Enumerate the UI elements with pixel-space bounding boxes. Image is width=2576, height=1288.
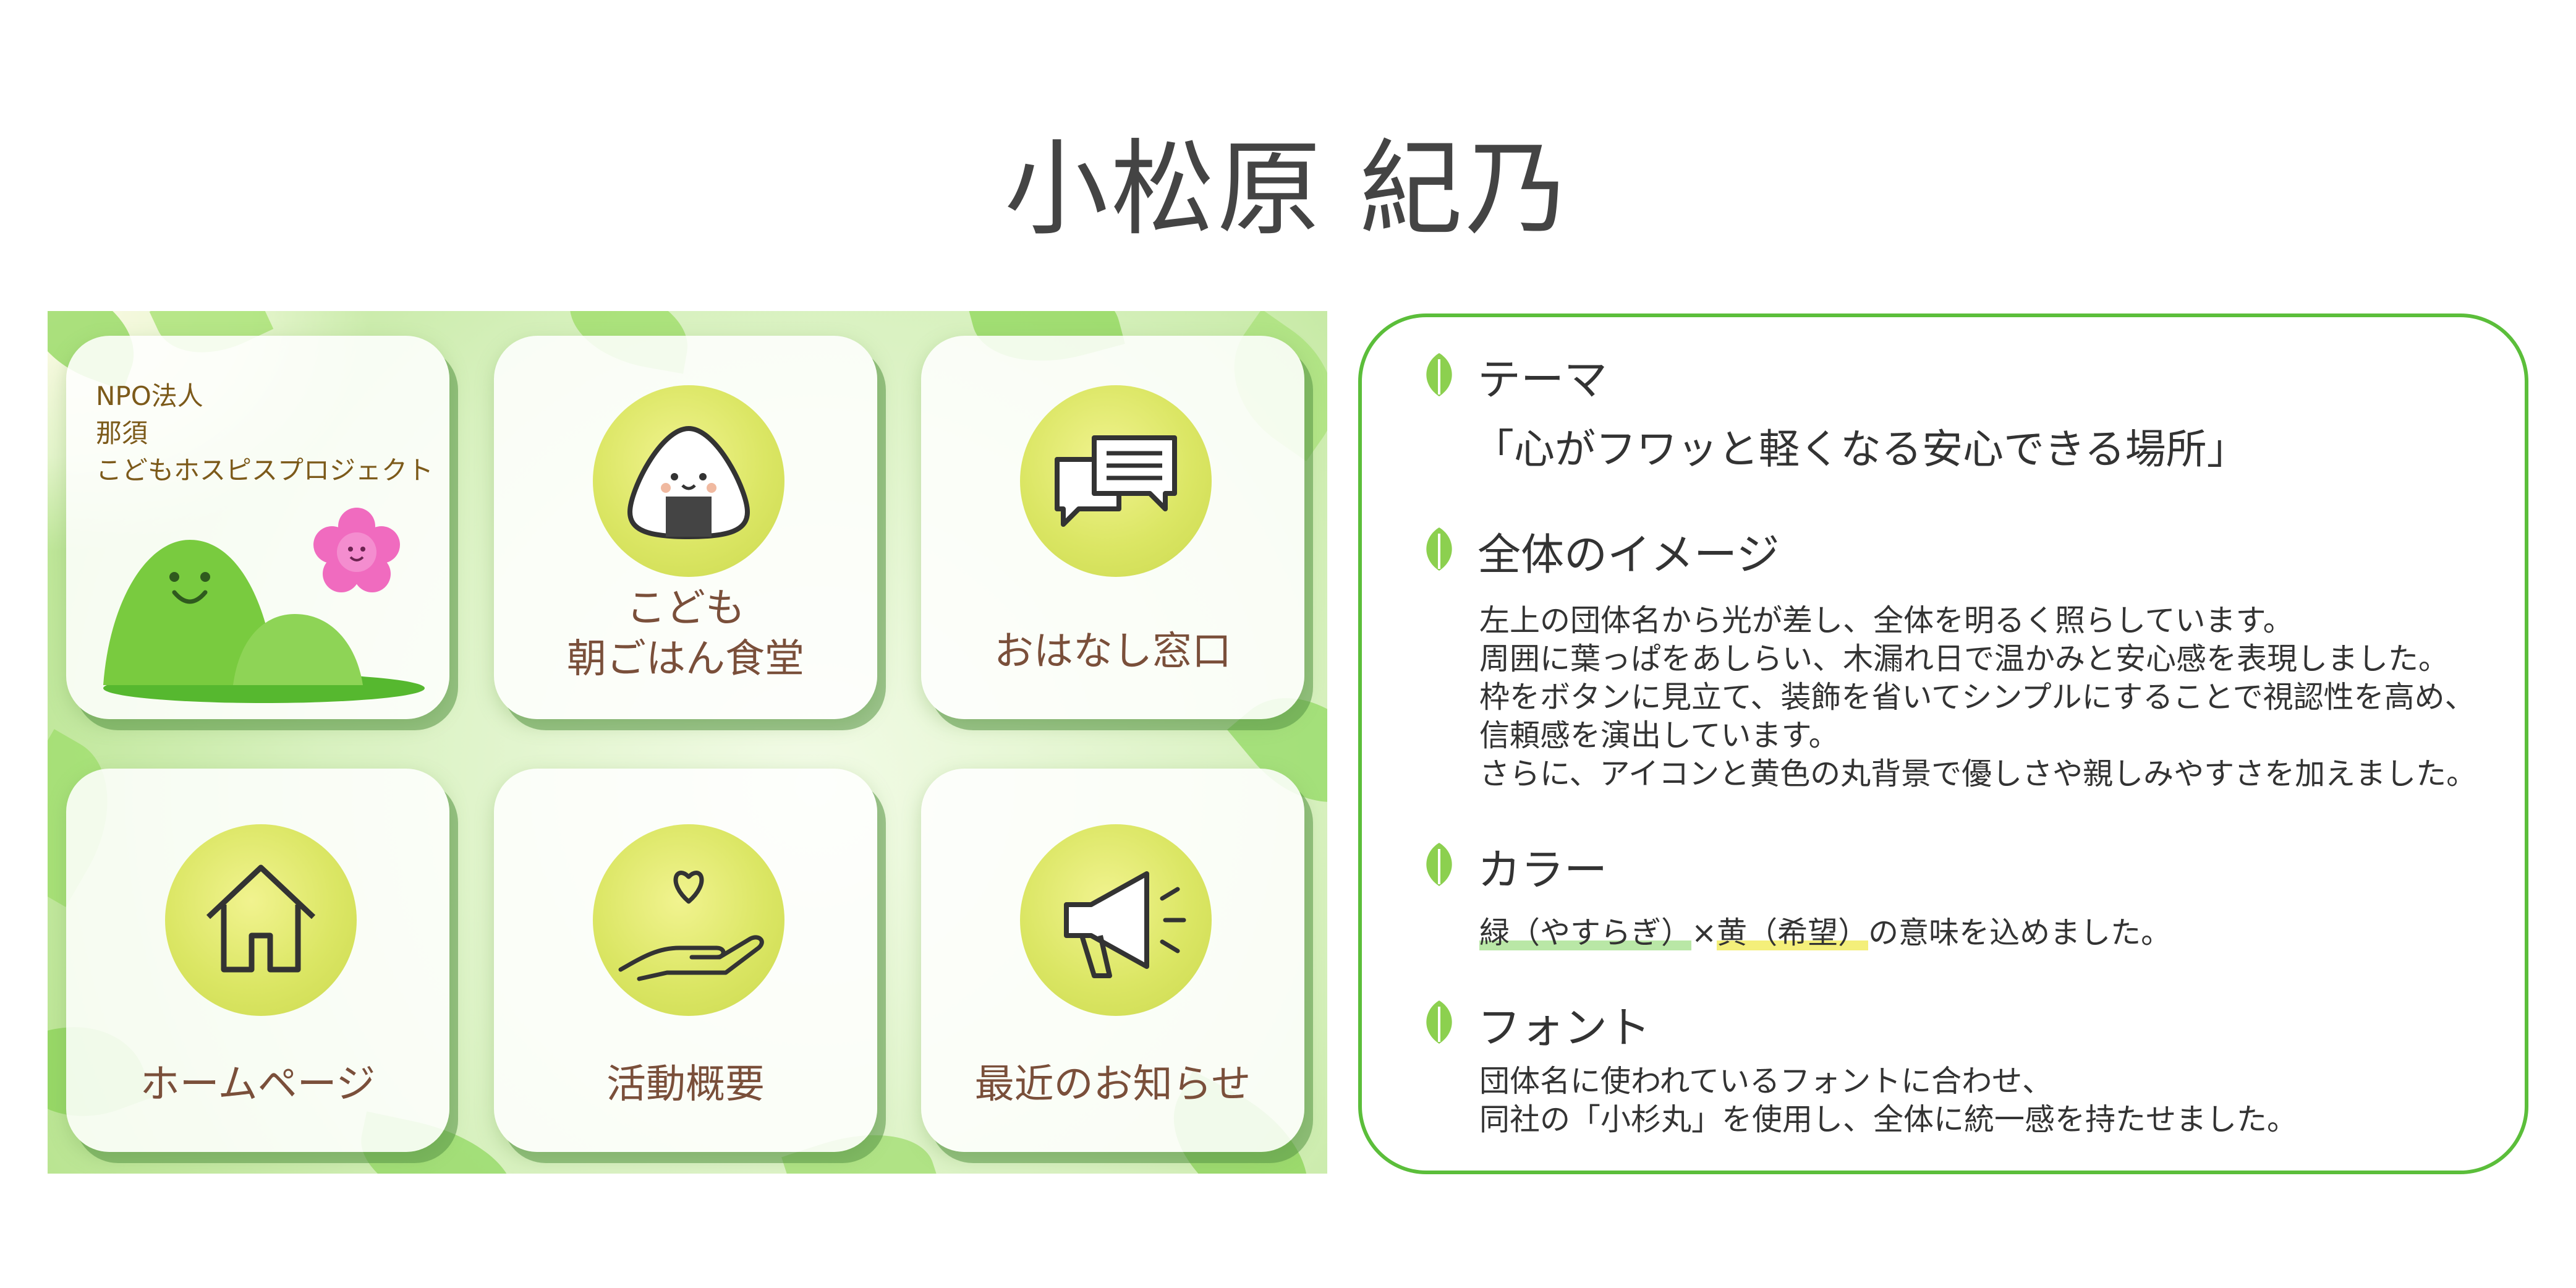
section-heading-theme: テーマ [1477,354,1607,405]
color-text: 緑（やすらぎ）×黄（希望）の意味を込めました。 [1479,915,2172,950]
card-activity-overview[interactable]: 活動概要 [494,769,877,1152]
section-heading-overall-image: 全体のイメージ [1477,529,1780,580]
card-kids-breakfast[interactable]: こども 朝ごはん食堂 [494,336,877,719]
org-logo-card[interactable]: NPO法人 那須 こどもホスピスプロジェクト [66,336,449,719]
org-name: NPO法人 那須 こどもホスピスプロジェクト [96,381,434,485]
leaf-icon [1426,527,1452,571]
card-label: こども 朝ごはん食堂 [567,586,804,682]
page-title: 小松原 紀乃 [1004,129,1572,250]
heart-hand-icon [593,824,784,1016]
house-icon [165,824,357,1016]
color-yellow-note: 黄（希望） [1717,915,1869,950]
card-homepage[interactable]: ホームページ [66,769,449,1152]
font-text: 団体名に使われているフォントに合わせ、 同社の「小杉丸」を使用し、全体に統一感を… [1479,1064,2298,1137]
design-mockup-panel: NPO法人 那須 こどもホスピスプロジェクト [48,311,1327,1174]
leaf-icon [1426,353,1452,396]
theme-statement: 「心がフワッと軽くなる安心できる場所」 [1473,425,2248,473]
mascot-hills-icon [103,508,425,703]
section-heading-font: フォント [1477,1002,1651,1053]
card-label: 活動概要 [606,1062,765,1107]
card-label: 最近のお知らせ [974,1062,1251,1107]
leaf-icon [1426,843,1452,886]
color-green-note: 緑（やすらぎ） [1479,915,1692,950]
card-label: ホームページ [140,1062,376,1107]
section-heading-color: カラー [1477,845,1607,895]
chat-bubbles-icon [1020,385,1212,577]
leaf-icon [1426,1000,1452,1044]
card-consultation[interactable]: おはなし窓口 [921,336,1304,719]
card-latest-news[interactable]: 最近のお知らせ [921,769,1304,1152]
design-description-panel: テーマ 「心がフワッと軽くなる安心できる場所」 全体のイメージ 左上の団体名から… [1358,313,2528,1174]
onigiri-icon [593,385,784,577]
overall-image-text: 左上の団体名から光が差し、全体を明るく照らしています。 周囲に葉っぱをあしらい、… [1479,603,2477,791]
megaphone-icon [1020,824,1212,1016]
card-label: おはなし窓口 [994,629,1231,675]
